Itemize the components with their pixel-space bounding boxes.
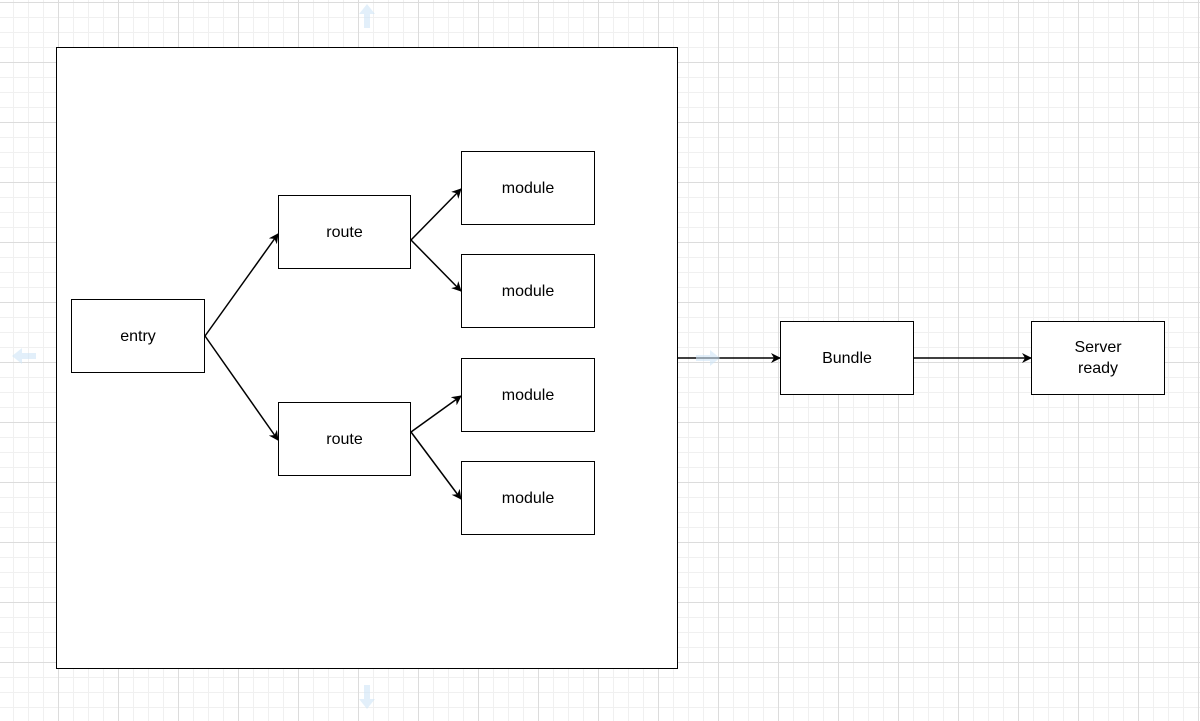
module-node-2[interactable]: module — [461, 254, 595, 328]
edge-route-top-to-module-1[interactable] — [410, 188, 462, 241]
server-ready-node[interactable]: Server ready — [1031, 321, 1165, 395]
module-node-3[interactable]: module — [461, 358, 595, 432]
arrow-right-hint-icon[interactable] — [694, 344, 722, 372]
edge-entry-to-route-top[interactable] — [204, 233, 279, 337]
edge-route-bottom-to-module-4[interactable] — [410, 431, 462, 500]
module-node-4[interactable]: module — [461, 461, 595, 535]
entry-node[interactable]: entry — [71, 299, 205, 373]
route-node-bottom[interactable]: route — [278, 402, 411, 476]
edge-entry-to-route-bottom[interactable] — [204, 335, 279, 441]
route-node-top[interactable]: route — [278, 195, 411, 269]
edge-route-bottom-to-module-3[interactable] — [410, 395, 462, 433]
edge-route-top-to-module-2[interactable] — [410, 239, 462, 292]
arrow-up-hint-icon[interactable] — [353, 2, 381, 30]
arrow-left-hint-icon[interactable] — [10, 342, 38, 370]
arrow-down-hint-icon[interactable] — [353, 683, 381, 711]
bundle-node[interactable]: Bundle — [780, 321, 914, 395]
module-node-1[interactable]: module — [461, 151, 595, 225]
